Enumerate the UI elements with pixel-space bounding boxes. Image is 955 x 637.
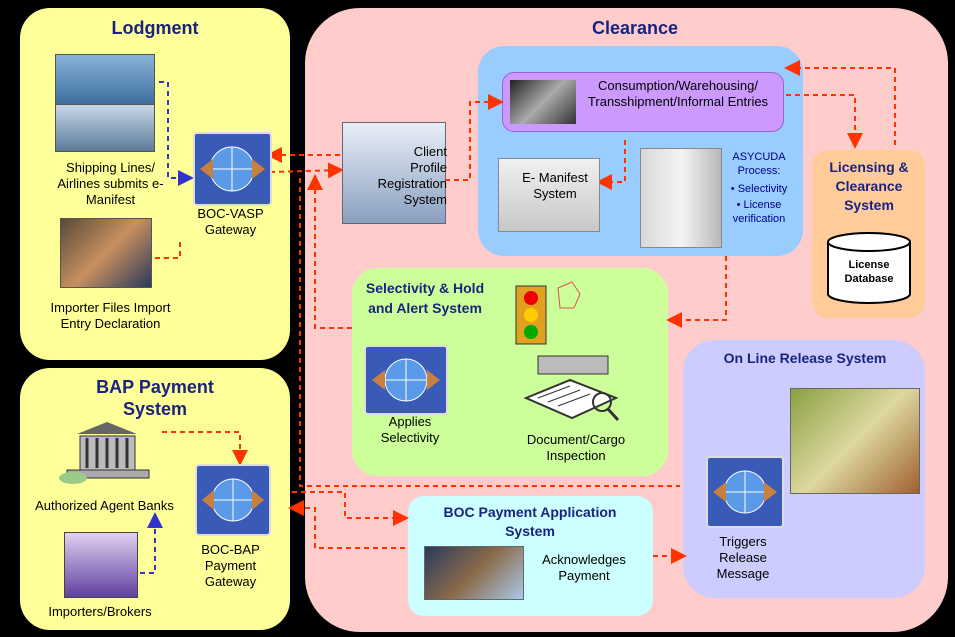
vasp-gateway-icon: [193, 132, 272, 206]
arrow-licensing-to-consumption: [784, 60, 896, 145]
importer-photo-icon: [60, 218, 152, 288]
applies-selectivity-icon: [364, 345, 448, 415]
airplane-photo-icon: [55, 104, 155, 152]
license-database-icon: [824, 232, 914, 304]
applies-selectivity-label: Applies Selectivity: [380, 414, 440, 445]
arrow-importers-to-bapgw: [140, 512, 163, 574]
agent-banks-label: Authorized Agent Banks: [35, 498, 174, 513]
lodgment-title: Lodgment: [111, 18, 199, 38]
triggers-release-label: Triggers Release Message: [716, 534, 770, 581]
consumption-photo-icon: [510, 80, 576, 124]
importer-files-label: Importer Files Import Entry Declaration: [50, 300, 171, 331]
license-database-label: License Database: [844, 259, 894, 285]
asycuda-server-icon: [640, 148, 722, 248]
arrow-bap-to-boc: [292, 491, 409, 526]
bap-gateway-icon: [195, 464, 271, 536]
selectivity-title: Selectivity & Hold and Alert System: [365, 280, 485, 316]
licensing-title: Licensing & Clearance System: [829, 159, 909, 213]
arrow-shipping-to-vasp: [150, 81, 194, 186]
arrow-banks-to-bapgw: [162, 431, 248, 466]
boc-payment-title: BOC Payment Application System: [443, 504, 617, 539]
consumption-label: Consumption/Warehousing/ Transshipment/I…: [587, 78, 769, 109]
officer-clipart-icon: [790, 388, 920, 494]
arrow-consumption-to-licensing: [786, 94, 863, 149]
emanifest-monitor-icon: [498, 158, 600, 232]
arrow-boc-to-bap: [288, 500, 405, 549]
arrow-client-to-consumption: [445, 94, 504, 181]
shipping-lines-label: Shipping Lines/ Airlines submits e-Manif…: [57, 160, 164, 207]
arrow-asycuda-to-selectivity: [666, 256, 727, 328]
release-gateway-icon: [706, 456, 784, 528]
arrow-selectivity-to-vasp: [307, 174, 352, 329]
arrow-vasp-down: [299, 178, 680, 487]
importers-brokers-label: Importers/Brokers: [48, 604, 152, 619]
acknowledges-payment-label: Acknowledges Payment: [542, 552, 626, 583]
arrow-vasp-to-client: [269, 162, 344, 179]
asycuda-item-selectivity: • Selectivity: [730, 183, 788, 195]
arrow-lodgment-gw: [155, 240, 181, 259]
document-inspection-label: Document/Cargo Inspection: [526, 432, 626, 463]
payment-user-photo-icon: [424, 546, 524, 600]
vasp-gateway-label: BOC-VASP Gateway: [197, 206, 264, 237]
document-inspection-icon: [518, 352, 628, 428]
asycuda-item-license: • License verification: [732, 199, 786, 225]
online-release-title: On Line Release System: [723, 350, 887, 366]
bank-icon: [55, 420, 159, 486]
emanifest-label: E- Manifest System: [522, 170, 588, 201]
importers-brokers-icon: [64, 532, 138, 598]
bap-gateway-label: BOC-BAP Payment Gateway: [201, 542, 260, 589]
clearance-title: Clearance: [591, 18, 679, 38]
client-profile-label: Client Profile Registration System: [377, 144, 447, 207]
bap-title: BAP Payment System: [96, 377, 214, 419]
arrow-consumption-to-emanifest: [596, 140, 626, 190]
client-profile-icon: [342, 122, 446, 224]
traffic-light-icon: [502, 280, 582, 348]
ship-photo-icon: [55, 54, 155, 106]
asycuda-label: ASYCUDA Process:: [732, 151, 786, 177]
